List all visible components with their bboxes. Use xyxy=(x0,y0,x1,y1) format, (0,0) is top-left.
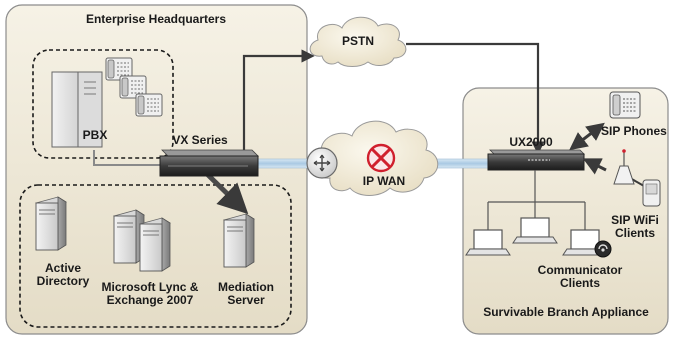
communicator-clients-label: Communicator Clients xyxy=(537,263,623,291)
ipwan-label: IP WAN xyxy=(362,174,406,188)
pbx-cabinet-icon xyxy=(51,71,103,148)
wifi-access-point-icon xyxy=(613,149,635,185)
active-directory-server-icon xyxy=(35,196,67,251)
ux2000-device-icon xyxy=(487,149,585,171)
ux-sipphone-link xyxy=(569,122,605,151)
mediation-server-label: Mediation Server xyxy=(218,280,274,308)
pstn-cloud xyxy=(309,16,407,67)
branch-title: Survivable Branch Appliance xyxy=(483,305,649,319)
pstn-ux-link xyxy=(406,42,545,155)
active-directory-label: Active Directory xyxy=(36,261,90,289)
router-icon xyxy=(306,147,338,179)
mediation-server-icon xyxy=(223,213,255,268)
laptop-icon xyxy=(465,229,511,256)
pbx-vx-link xyxy=(93,150,160,166)
branch-lan-links xyxy=(487,170,586,232)
vx-pstn-link xyxy=(242,49,315,156)
lync-exchange-label: Microsoft Lync & Exchange 2007 xyxy=(101,280,199,308)
lync-server-icon xyxy=(113,209,145,264)
vx-mediation-link xyxy=(204,171,249,215)
branch-panel xyxy=(462,87,669,335)
exchange-server-icon xyxy=(139,217,171,272)
vx-series-device-icon xyxy=(159,149,259,177)
laptop-icon xyxy=(512,217,558,244)
communicator-badge-icon xyxy=(594,240,612,258)
desk-phone-icon xyxy=(105,57,133,81)
pstn-label: PSTN xyxy=(341,34,375,48)
server-group xyxy=(19,184,292,328)
sip-phone-icon xyxy=(609,91,641,119)
ux2000-label: UX2000 xyxy=(509,135,553,149)
sip-phones-label: SIP Phones xyxy=(601,124,667,138)
wifi-handset-icon xyxy=(642,179,661,207)
sip-wifi-clients-label: SIP WiFi Clients xyxy=(611,213,659,241)
vx-series-label: VX Series xyxy=(172,133,228,147)
pbx-label: PBX xyxy=(82,128,108,142)
ux-wifi-link xyxy=(582,158,607,175)
pbx-group xyxy=(32,49,174,159)
desk-phone-icon xyxy=(135,93,163,117)
ipwan-cloud xyxy=(313,120,439,196)
hq-title: Enterprise Headquarters xyxy=(85,12,227,26)
desk-phone-icon xyxy=(119,75,147,99)
